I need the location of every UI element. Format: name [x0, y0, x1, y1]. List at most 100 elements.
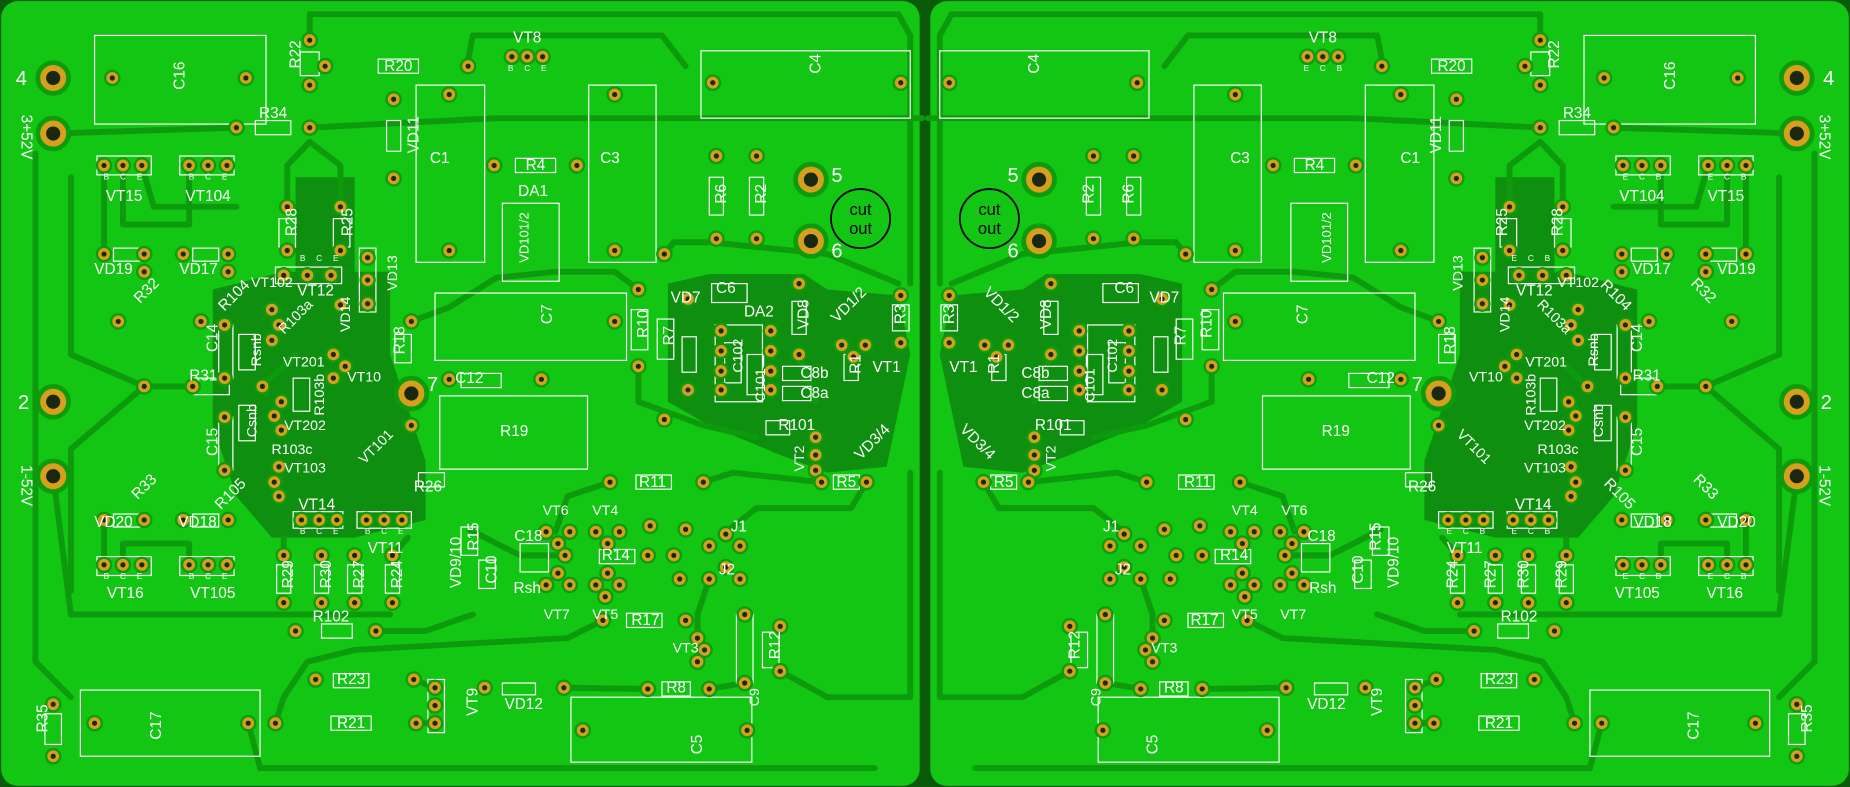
right-drill-hole — [1703, 269, 1709, 275]
right-cutout-label: out — [978, 219, 1001, 238]
right-label-r4: R4 — [1305, 157, 1325, 174]
left-drill-hole — [635, 286, 641, 293]
left-drill-hole — [389, 600, 396, 606]
left-label-vt4: VT4 — [592, 503, 618, 519]
right-drill-hole — [1537, 125, 1543, 131]
left-drill-hole — [446, 376, 452, 382]
right-trace — [1776, 150, 1818, 701]
right-drill-hole — [1031, 452, 1037, 458]
left-drill-hole — [713, 236, 719, 242]
right-drill-hole — [1126, 328, 1132, 334]
right-label-vd7: VD7 — [1149, 290, 1179, 307]
left-drill-hole — [337, 247, 344, 254]
left-label-c16: C16 — [171, 62, 188, 90]
left-component-outline — [79, 689, 261, 757]
left-drill-hole — [446, 247, 452, 254]
right-pin-letter-e: E — [1447, 527, 1453, 536]
right-drill-hole — [1264, 727, 1270, 733]
left-drill-hole — [555, 570, 561, 576]
left-label-c9: C9 — [747, 688, 763, 706]
left-label-vd11: VD11 — [405, 116, 422, 153]
right-drill-hole — [1412, 685, 1418, 691]
right-drill-hole — [1076, 348, 1082, 354]
right-label-vt7: VT7 — [1280, 607, 1306, 623]
left-drill-hole — [616, 582, 623, 588]
right-label-vt11: VT11 — [1447, 540, 1483, 557]
right-component-outline — [1187, 612, 1225, 629]
left-drill-hole — [101, 562, 107, 568]
right-component-outline — [1480, 672, 1518, 689]
left-drill-hole — [115, 318, 121, 325]
left-drill-hole — [677, 576, 683, 582]
right-drill-hole — [1610, 125, 1617, 131]
right-drill-hole — [1209, 363, 1215, 369]
right-drill-hole — [1149, 659, 1156, 665]
right-pin-letter-c: C — [1639, 572, 1645, 581]
left-drill-hole — [365, 277, 371, 283]
left-pin-letter-c: C — [381, 527, 387, 536]
left-drill-hole — [694, 659, 701, 665]
right-pin-letter-b: B — [1545, 254, 1551, 263]
left-drill-hole — [408, 422, 414, 429]
right-pin-letter-c: C — [1724, 572, 1730, 581]
left-label-vd910: VD9/10 — [448, 537, 465, 588]
right-drill-hole — [1362, 685, 1368, 691]
right-label-r12: R12 — [1066, 631, 1083, 659]
left-trace — [284, 138, 344, 210]
left-drill-hole — [352, 600, 358, 606]
left-drill-hole — [318, 600, 325, 606]
right-trace — [1090, 363, 1215, 441]
right-drill-hole — [1480, 517, 1487, 523]
right-label-r3: R3 — [941, 305, 958, 325]
right-label-r11: R11 — [1184, 474, 1211, 491]
left-drill-hole — [567, 529, 573, 535]
left-drill-hole — [574, 162, 580, 169]
right-drill-hole — [1379, 63, 1385, 69]
right-drill-hole — [1506, 302, 1513, 308]
right-drill-hole — [1789, 126, 1804, 141]
left-component-outline — [346, 564, 363, 594]
right-drill-hole — [1703, 251, 1709, 257]
left-component-outline — [598, 548, 636, 565]
left-drill-hole — [685, 296, 691, 302]
right-label-r34: R34 — [1563, 105, 1592, 122]
left-label-vd18: VD18 — [178, 514, 216, 531]
right-drill-hole — [982, 342, 988, 348]
left-label-vd17: VD17 — [179, 261, 217, 278]
left-trace — [463, 32, 689, 70]
left-drill-hole — [753, 153, 760, 159]
left-drill-hole — [718, 387, 724, 393]
right-label-r31: R31 — [1633, 368, 1661, 385]
left-label-vd19: VD19 — [94, 261, 132, 278]
right-drill-hole — [1282, 552, 1288, 558]
right-drill-hole — [1514, 375, 1520, 381]
left-drill-hole — [744, 727, 750, 733]
right-label-t3: 3+52V — [1815, 115, 1832, 161]
right-drill-hole — [1445, 517, 1451, 523]
right-label-r6: R6 — [1121, 184, 1138, 204]
left-drill-hole — [120, 162, 126, 169]
pad-layer — [35, 31, 1815, 765]
right-pin-letter-b: B — [1741, 572, 1747, 581]
right-component-outline — [1520, 564, 1537, 594]
right-component-outline — [1085, 176, 1102, 216]
right-drill-hole — [1724, 162, 1730, 169]
left-pin-letter-e: E — [333, 527, 339, 536]
left-label-r23: R23 — [337, 671, 365, 688]
right-drill-hole — [1076, 368, 1082, 374]
left-component-outline — [238, 333, 256, 371]
right-drill-hole — [1566, 399, 1572, 405]
left-drill-hole — [701, 647, 708, 653]
right-label-vt201: VT201 — [1525, 354, 1567, 370]
right-component-outline — [1354, 559, 1372, 590]
left-drill-hole — [768, 328, 774, 334]
left-label-vd14: VD14 — [338, 296, 354, 332]
left-drill-hole — [278, 427, 284, 433]
left-component-outline — [434, 292, 628, 362]
left-label-vt102: VT102 — [251, 275, 293, 291]
right-label-r7: R7 — [1173, 326, 1190, 346]
right-label-c7: C7 — [1294, 305, 1311, 325]
left-drill-hole — [186, 162, 192, 169]
right-component-outline — [1787, 713, 1806, 746]
right-drill-hole — [1639, 562, 1645, 568]
